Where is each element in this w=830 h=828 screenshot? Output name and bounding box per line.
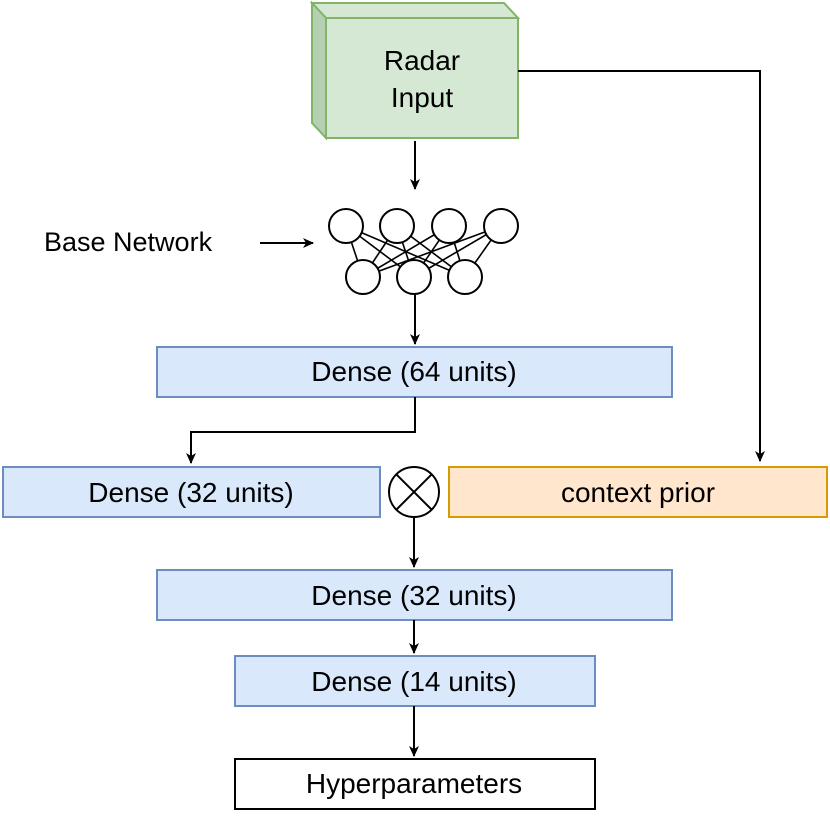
- neural-network-icon: [328, 208, 519, 295]
- dense-14-node: Dense (14 units): [234, 655, 596, 707]
- hyperparameters-node: Hyperparameters: [234, 758, 596, 810]
- dense-32-merge-node: Dense (32 units): [156, 569, 673, 621]
- dense-32-left-label: Dense (32 units): [88, 477, 293, 508]
- radar-input-node: Radar Input: [309, 0, 521, 141]
- dense-14-label: Dense (14 units): [311, 666, 516, 697]
- base-network-label: Base Network: [44, 227, 213, 257]
- dense-32-merge-label: Dense (32 units): [311, 580, 516, 611]
- dense-32-left-node: Dense (32 units): [2, 466, 381, 518]
- arrow-input-to-context-prior: [518, 70, 765, 462]
- hyperparameters-label: Hyperparameters: [306, 768, 522, 799]
- dense-64-node: Dense (64 units): [156, 346, 673, 398]
- context-prior-node: context prior: [448, 466, 828, 518]
- arrow-dense-64-to-dense-32: [186, 397, 416, 464]
- radar-input-side-face: [311, 0, 327, 141]
- dense-64-label: Dense (64 units): [311, 356, 516, 387]
- multiply-circle-icon: [388, 466, 440, 518]
- radar-input-label-line2: Input: [391, 82, 453, 113]
- radar-input-front-face: [325, 17, 519, 139]
- radar-input-top-face: [309, 2, 521, 19]
- radar-input-label-line1: Radar: [384, 45, 460, 76]
- context-prior-label: context prior: [561, 477, 715, 508]
